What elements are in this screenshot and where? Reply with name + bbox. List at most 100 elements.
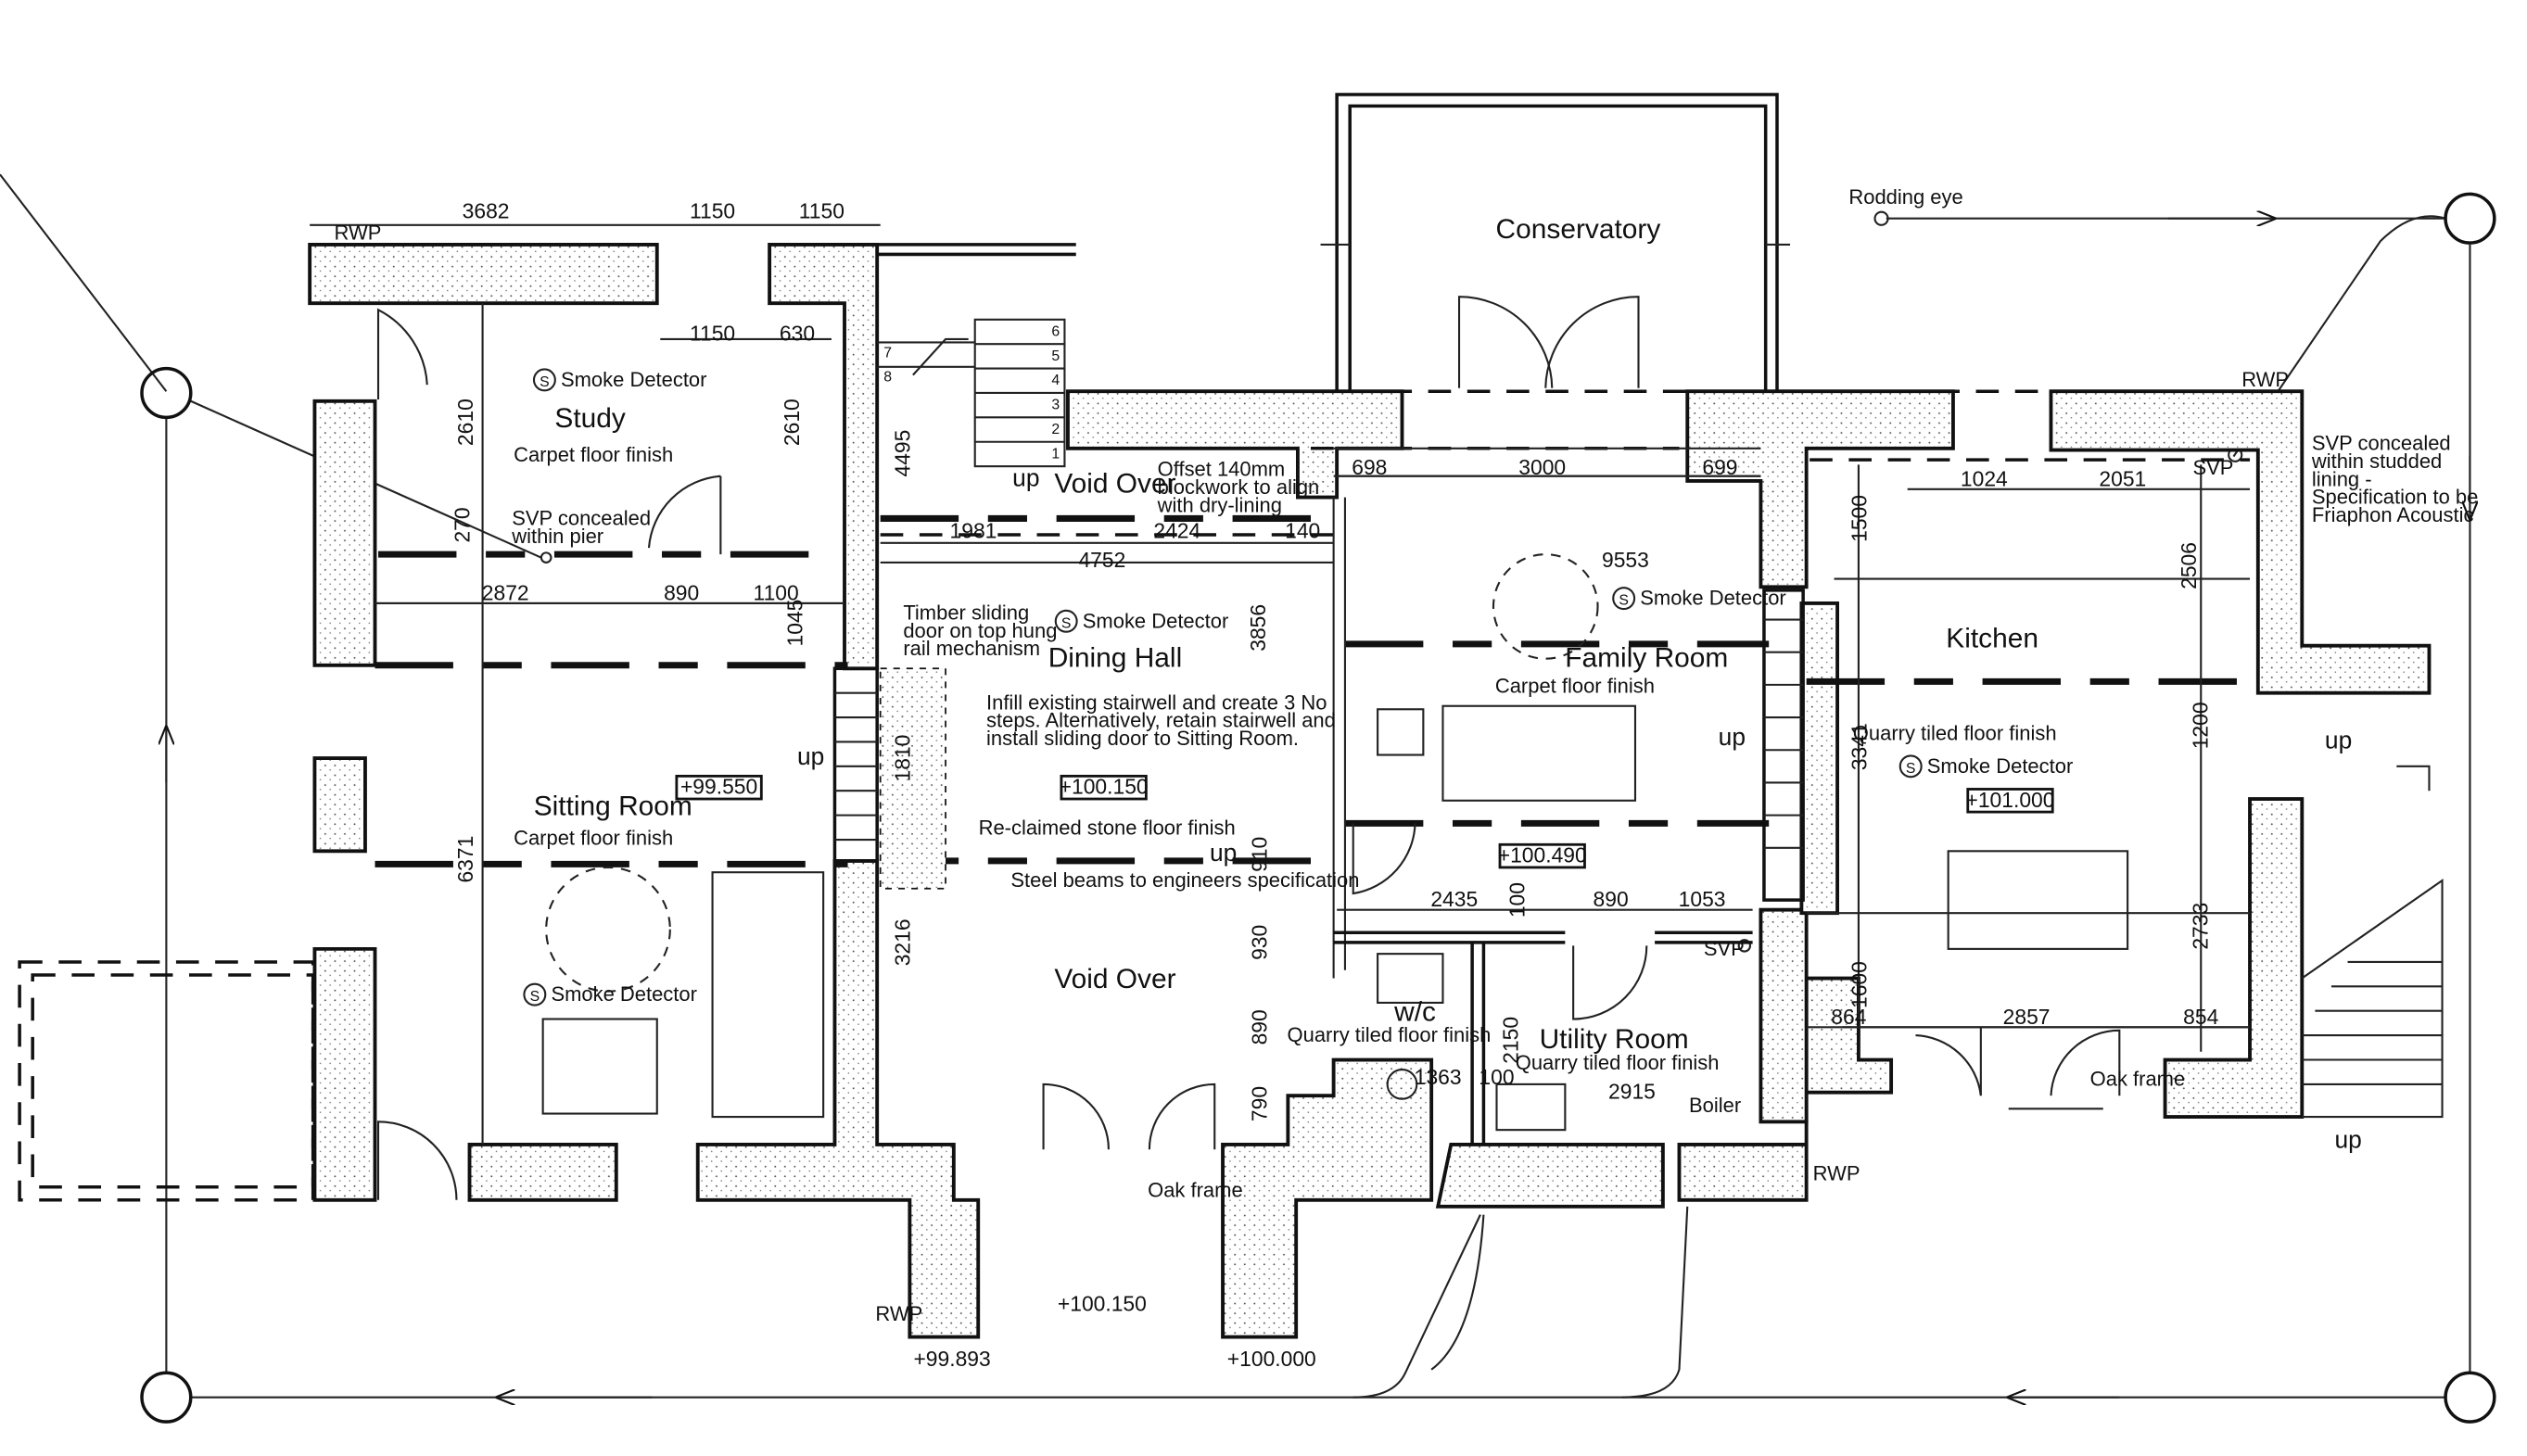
svg-text:270: 270: [451, 507, 475, 542]
svg-text:S: S: [1619, 593, 1629, 609]
label-rwp-3: RWP: [1813, 1162, 1860, 1185]
svg-text:2506: 2506: [2177, 542, 2201, 589]
dimension-text: 3682 1150 1150 1150 630 2610 2610 270 28…: [451, 199, 2219, 1121]
marker-labels: RWP RWP RWP RWP SVP SVP up up up up up u…: [335, 222, 2362, 1325]
svg-text:1150: 1150: [799, 199, 844, 223]
smoke-detector-family: S Smoke Detector: [1612, 587, 1786, 611]
svg-text:3856: 3856: [1246, 604, 1270, 652]
label-up-6: up: [1210, 839, 1237, 867]
level-sitting: +99.550: [680, 775, 757, 799]
note-oak-frame-2: Oak frame: [2090, 1068, 2186, 1091]
note-offset-3: with dry-lining: [1157, 493, 1282, 516]
stair-numbers: 6 5 4 3 2 1 7 8: [883, 323, 1060, 462]
svg-text:3341: 3341: [1848, 723, 1872, 770]
smoke-detector-icon: [1054, 609, 1078, 633]
svg-text:4752: 4752: [1078, 548, 1125, 572]
level-external-left: +99.893: [913, 1347, 990, 1371]
svg-text:S: S: [1906, 761, 1916, 777]
finish-study: Carpet floor finish: [514, 443, 673, 466]
svg-text:Smoke Detector: Smoke Detector: [1640, 587, 1785, 610]
level-family: +100.490: [1498, 843, 1587, 867]
svg-text:1200: 1200: [2188, 702, 2212, 749]
svg-text:2150: 2150: [1498, 1017, 1522, 1064]
note-rodding: Rodding eye: [1848, 185, 1962, 209]
smoke-detector-dining: S Smoke Detector: [1054, 609, 1228, 633]
drainage-runs: [0, 173, 2496, 1424]
level-external-right: +100.000: [1227, 1347, 1316, 1371]
label-svp-2: SVP: [1704, 937, 1745, 960]
note-svp-lining-3: lining -: [2312, 467, 2372, 490]
room-utility: Utility Room: [1540, 1024, 1689, 1055]
svg-text:910: 910: [1248, 837, 1272, 872]
svg-text:2733: 2733: [2188, 903, 2212, 950]
svg-text:698: 698: [1352, 455, 1387, 479]
note-svp-lining-2: within studded: [2311, 449, 2442, 473]
svg-text:1100: 1100: [754, 580, 799, 604]
door-swings: [376, 308, 2121, 1200]
room-dining-hall: Dining Hall: [1048, 643, 1183, 674]
level-kitchen: +101.000: [1966, 788, 2055, 812]
svg-text:7: 7: [883, 345, 892, 361]
label-up-1: up: [1012, 463, 1039, 491]
manhole-3-icon: [2444, 192, 2496, 245]
svg-text:5: 5: [1051, 348, 1060, 364]
finish-family: Carpet floor finish: [1495, 675, 1655, 698]
note-svp-pier-1: SVP concealed: [512, 506, 651, 529]
level-markers: +99.550 +100.150 +100.490 +101.000 +100.…: [675, 775, 2055, 1371]
note-svp-lining-1: SVP concealed: [2312, 432, 2451, 455]
svg-text:1024: 1024: [1961, 466, 2008, 490]
note-timber-3: rail mechanism: [903, 637, 1040, 660]
svg-text:4495: 4495: [890, 430, 914, 477]
room-conservatory: Conservatory: [1496, 214, 1661, 245]
svg-text:140: 140: [1285, 519, 1320, 543]
smoke-detector-sitting: S Smoke Detector: [523, 982, 697, 1007]
svg-text:2872: 2872: [482, 580, 529, 604]
room-sitting-room: Sitting Room: [534, 791, 692, 822]
svg-text:S: S: [540, 374, 550, 390]
finish-kitchen: Quarry tiled floor finish: [1853, 722, 2057, 745]
rodding-eye-icon: [1873, 210, 1889, 226]
smoke-detector-icon: [523, 982, 547, 1007]
svg-text:Smoke Detector: Smoke Detector: [1083, 609, 1228, 632]
svg-text:1150: 1150: [690, 199, 735, 223]
label-up-4: up: [2325, 726, 2352, 753]
note-timber-1: Timber sliding: [903, 601, 1029, 625]
svg-text:2435: 2435: [1430, 887, 1478, 911]
smoke-detector-study: S Smoke Detector: [532, 368, 706, 392]
label-up-2: up: [797, 742, 824, 770]
svg-text:3682: 3682: [463, 199, 510, 223]
svg-text:9553: 9553: [1602, 548, 1649, 572]
note-svp-pier-2: within pier: [511, 525, 603, 548]
svg-text:2: 2: [1051, 422, 1060, 437]
finish-utility: Quarry tiled floor finish: [1516, 1051, 1720, 1074]
note-infill-3: install sliding door to Sitting Room.: [986, 727, 1299, 750]
annotations: SVP concealed within pier Offset 140mm b…: [511, 185, 2478, 1201]
manhole-4-icon: [2444, 1371, 2496, 1424]
note-svp-lining-5: Friaphon Acoustic: [2312, 503, 2474, 526]
note-svp-lining-4: Specification to be: [2312, 486, 2479, 509]
svg-text:3: 3: [1051, 398, 1060, 413]
finish-labels: Carpet floor finish Carpet floor finish …: [514, 443, 2056, 1074]
svg-text:1150: 1150: [690, 322, 735, 346]
note-infill-1: Infill existing stairwell and create 3 N…: [986, 690, 1327, 714]
svg-text:8: 8: [883, 370, 892, 386]
room-family-room: Family Room: [1565, 643, 1728, 674]
room-kitchen: Kitchen: [1946, 623, 2038, 653]
svg-text:3000: 3000: [1518, 455, 1566, 479]
room-wc: w/c: [1393, 996, 1436, 1027]
svg-text:699: 699: [1702, 455, 1737, 479]
walls: [308, 242, 2432, 1339]
label-rwp-2: RWP: [2241, 368, 2289, 391]
finish-dining: Re-claimed stone floor finish: [979, 817, 1236, 840]
void-over-top: Void Over: [1054, 468, 1175, 499]
finish-wc: Quarry tiled floor finish: [1288, 1023, 1492, 1046]
void-over-bottom: Void Over: [1054, 964, 1175, 994]
svg-text:S: S: [1061, 615, 1072, 631]
finish-sitting: Carpet floor finish: [514, 826, 673, 849]
manhole-1-icon: [140, 366, 193, 420]
svg-text:1045: 1045: [782, 600, 806, 647]
smoke-detector-kitchen: S Smoke Detector: [1898, 754, 2073, 779]
furniture: [541, 553, 2129, 1132]
label-up-5: up: [2334, 1126, 2361, 1154]
room-study: Study: [554, 403, 625, 434]
